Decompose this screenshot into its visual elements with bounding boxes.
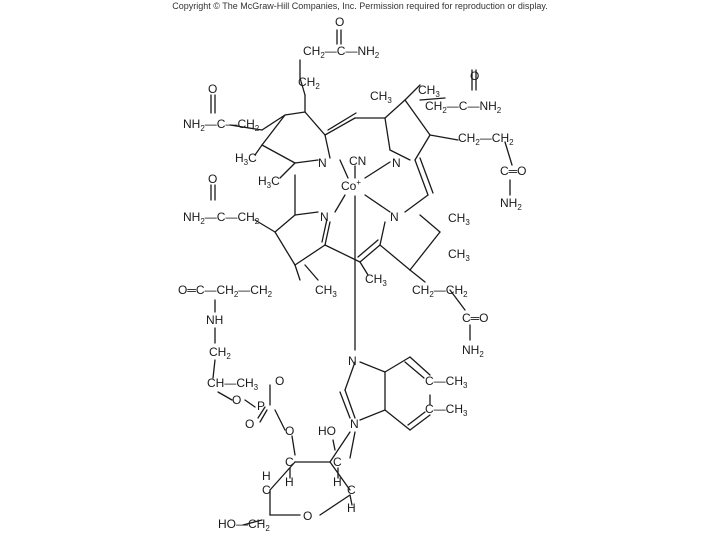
label-n-1: N (318, 156, 327, 170)
label-ch3-top: CH3 (370, 89, 392, 105)
label-ch-ch3: CH—CH3 (207, 376, 259, 392)
label-h4: H (347, 501, 356, 515)
label-o-amide: O═C—CH2—CH2 (178, 283, 273, 299)
label-ch3-r2: CH3 (448, 247, 470, 263)
label-ho: HO (318, 424, 336, 438)
label-ch3-topright: CH3 (418, 83, 440, 99)
label-c-low2: C (347, 483, 356, 497)
label-n-4: N (390, 210, 399, 224)
label-o-p3: O (285, 424, 294, 438)
label-o-p2: O (245, 417, 254, 431)
label-o-p: O (275, 374, 284, 388)
label-o-top: O (335, 15, 344, 29)
label-ch3-mid: CH3 (315, 283, 337, 299)
label-c-h2: C (333, 455, 342, 469)
label-p: P (257, 399, 265, 413)
label-n-bzim2: N (350, 417, 359, 431)
label-nh2-low: NH2 (462, 343, 484, 359)
label-n-2: N (392, 156, 401, 170)
label-c-h1: C (285, 455, 294, 469)
label-h3c-2: H3C (258, 174, 280, 190)
copyright-notice: Copyright © The McGraw-Hill Companies, I… (172, 1, 548, 11)
label-o-right: O (470, 69, 479, 83)
label-n-3: N (320, 210, 329, 224)
label-ch2ch2-right: CH2—CH2 (458, 131, 514, 147)
label-nh2-left: NH2—C—CH2 (183, 117, 260, 133)
label-c-low: C (262, 483, 271, 497)
bond-lines (210, 29, 513, 526)
label-cn: CN (349, 154, 366, 168)
label-ch2ch2-low: CH2—CH2 (412, 283, 468, 299)
label-o-ring: O (303, 509, 312, 523)
label-n-bzim: N (348, 354, 357, 368)
label-ch2-top2: CH2 (298, 75, 320, 91)
label-c-ch3-2: C—CH3 (425, 402, 468, 418)
label-h1: H (285, 475, 294, 489)
label-ch2-top: CH2—C—NH2 (303, 44, 380, 60)
label-c-ch3-1: C—CH3 (425, 374, 468, 390)
label-ch3-mid2: CH3 (365, 272, 387, 288)
label-o-link: O (232, 393, 241, 407)
label-h2: H (333, 475, 342, 489)
label-ch2-link: CH2 (209, 345, 231, 361)
label-ch3-r1: CH3 (448, 211, 470, 227)
label-co: Co+ (341, 178, 361, 193)
label-c-eq-o-right: C═O (500, 164, 527, 178)
label-o-left: O (208, 82, 217, 96)
label-ch2c-nh2-right: CH2—C—NH2 (425, 99, 502, 115)
label-nh2-right2: NH2 (500, 196, 522, 212)
label-ho-ch2: HO—CH2 (218, 517, 270, 533)
label-c-eq-o-low: C═O (462, 311, 489, 325)
label-h3c-1: H3C (235, 151, 257, 167)
label-nh2-left2: NH2—C—CH2 (183, 210, 260, 226)
atom-labels: CH2—C—NH2 O CH2 CH3 CH3 CH2—C—NH2 O O NH… (178, 15, 527, 533)
label-h3: H (262, 469, 271, 483)
label-nh: NH (206, 313, 223, 327)
label-o-left2: O (208, 172, 217, 186)
